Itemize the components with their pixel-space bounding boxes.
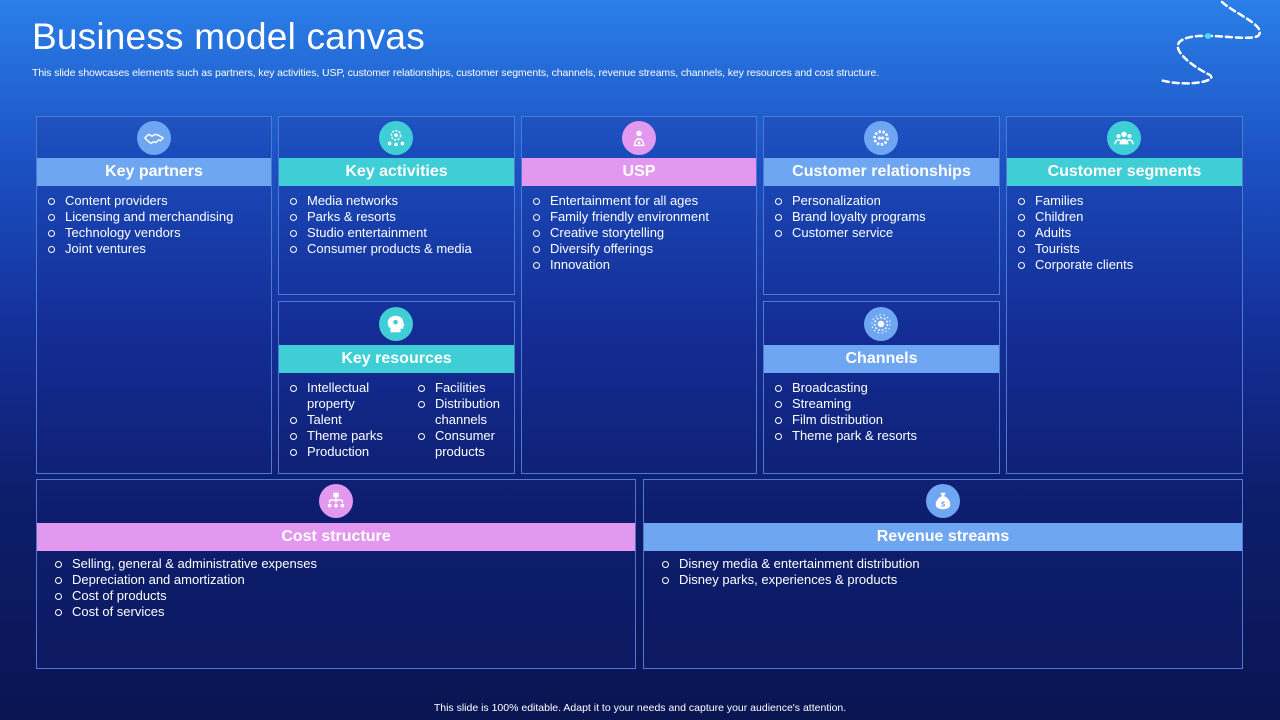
list-item: Children bbox=[1017, 209, 1239, 225]
page-subtitle: This slide showcases elements such as pa… bbox=[32, 67, 880, 79]
revenue-streams-title: Revenue streams bbox=[644, 523, 1242, 551]
head-gear-icon bbox=[379, 307, 413, 341]
customer-segments-title: Customer segments bbox=[1007, 158, 1242, 186]
list-item: Families bbox=[1017, 193, 1239, 209]
org-chart-icon bbox=[319, 484, 353, 518]
key-partners-title: Key partners bbox=[37, 158, 271, 186]
list-item: Technology vendors bbox=[47, 225, 267, 241]
list-item: Theme park & resorts bbox=[774, 428, 996, 444]
list-item: Studio entertainment bbox=[289, 225, 511, 241]
usp-card: USP Entertainment for all ages Family fr… bbox=[521, 116, 757, 474]
list-item: Consumer products & media bbox=[289, 241, 511, 257]
list-item: Personalization bbox=[774, 193, 996, 209]
key-activities-list: Media networks Parks & resorts Studio en… bbox=[289, 193, 511, 257]
customer-segments-list: Families Children Adults Tourists Corpor… bbox=[1017, 193, 1239, 273]
cost-structure-list: Selling, general & administrative expens… bbox=[54, 556, 614, 620]
list-item: Family friendly environment bbox=[532, 209, 754, 225]
list-item: Consumer products bbox=[417, 428, 513, 460]
list-item: Film distribution bbox=[774, 412, 996, 428]
list-item: Talent bbox=[289, 412, 407, 428]
key-partners-list: Content providers Licensing and merchand… bbox=[47, 193, 267, 257]
list-item: Adults bbox=[1017, 225, 1239, 241]
team-gear-icon bbox=[379, 121, 413, 155]
list-item: Intellectual property bbox=[289, 380, 407, 412]
list-item: Depreciation and amortization bbox=[54, 572, 614, 588]
list-item: Creative storytelling bbox=[532, 225, 754, 241]
customer-relationships-list: Personalization Brand loyalty programs C… bbox=[774, 193, 996, 241]
gear-handshake-icon bbox=[864, 121, 898, 155]
channels-title: Channels bbox=[764, 345, 999, 373]
footer-note: This slide is 100% editable. Adapt it to… bbox=[433, 702, 847, 714]
people-group-icon bbox=[1107, 121, 1141, 155]
page-title: Business model canvas bbox=[32, 16, 425, 57]
dashed-path-decoration bbox=[1158, 0, 1262, 85]
key-resources-card: Key resources Intellectual property Tale… bbox=[278, 301, 515, 474]
list-item: Content providers bbox=[47, 193, 267, 209]
list-item: Disney media & entertainment distributio… bbox=[661, 556, 1221, 572]
list-item: Production bbox=[289, 444, 407, 460]
cost-structure-card: Cost structure Selling, general & admini… bbox=[36, 479, 636, 669]
key-resources-list-left: Intellectual property Talent Theme parks… bbox=[289, 380, 407, 460]
list-item: Entertainment for all ages bbox=[532, 193, 754, 209]
money-bag-icon: $ bbox=[926, 484, 960, 518]
list-item: Media networks bbox=[289, 193, 511, 209]
handshake-icon bbox=[137, 121, 171, 155]
broadcast-icon bbox=[864, 307, 898, 341]
revenue-streams-card: $ Revenue streams Disney media & enterta… bbox=[643, 479, 1243, 669]
revenue-streams-list: Disney media & entertainment distributio… bbox=[661, 556, 1221, 588]
list-item: Broadcasting bbox=[774, 380, 996, 396]
channels-list: Broadcasting Streaming Film distribution… bbox=[774, 380, 996, 444]
customer-segments-card: Customer segments Families Children Adul… bbox=[1006, 116, 1243, 474]
customer-relationships-title: Customer relationships bbox=[764, 158, 999, 186]
list-item: Selling, general & administrative expens… bbox=[54, 556, 614, 572]
list-item: Brand loyalty programs bbox=[774, 209, 996, 225]
key-resources-list-right: Facilities Distribution channels Consume… bbox=[417, 380, 513, 460]
list-item: Disney parks, experiences & products bbox=[661, 572, 1221, 588]
list-item: Parks & resorts bbox=[289, 209, 511, 225]
list-item: Tourists bbox=[1017, 241, 1239, 257]
list-item: Cost of services bbox=[54, 604, 614, 620]
channels-card: Channels Broadcasting Streaming Film dis… bbox=[763, 301, 1000, 474]
key-partners-card: Key partners Content providers Licensing… bbox=[36, 116, 272, 474]
usp-person-icon bbox=[622, 121, 656, 155]
list-item: Licensing and merchandising bbox=[47, 209, 267, 225]
key-activities-card: Key activities Media networks Parks & re… bbox=[278, 116, 515, 295]
svg-text:$: $ bbox=[941, 500, 945, 509]
list-item: Diversify offerings bbox=[532, 241, 754, 257]
list-item: Corporate clients bbox=[1017, 257, 1239, 273]
list-item: Cost of products bbox=[54, 588, 614, 604]
list-item: Theme parks bbox=[289, 428, 407, 444]
usp-title: USP bbox=[522, 158, 756, 186]
key-resources-title: Key resources bbox=[279, 345, 514, 373]
usp-list: Entertainment for all ages Family friend… bbox=[532, 193, 754, 273]
list-item: Joint ventures bbox=[47, 241, 267, 257]
list-item: Streaming bbox=[774, 396, 996, 412]
cost-structure-title: Cost structure bbox=[37, 523, 635, 551]
list-item: Customer service bbox=[774, 225, 996, 241]
customer-relationships-card: Customer relationships Personalization B… bbox=[763, 116, 1000, 295]
list-item: Facilities bbox=[417, 380, 513, 396]
list-item: Innovation bbox=[532, 257, 754, 273]
key-activities-title: Key activities bbox=[279, 158, 514, 186]
list-item: Distribution channels bbox=[417, 396, 513, 428]
